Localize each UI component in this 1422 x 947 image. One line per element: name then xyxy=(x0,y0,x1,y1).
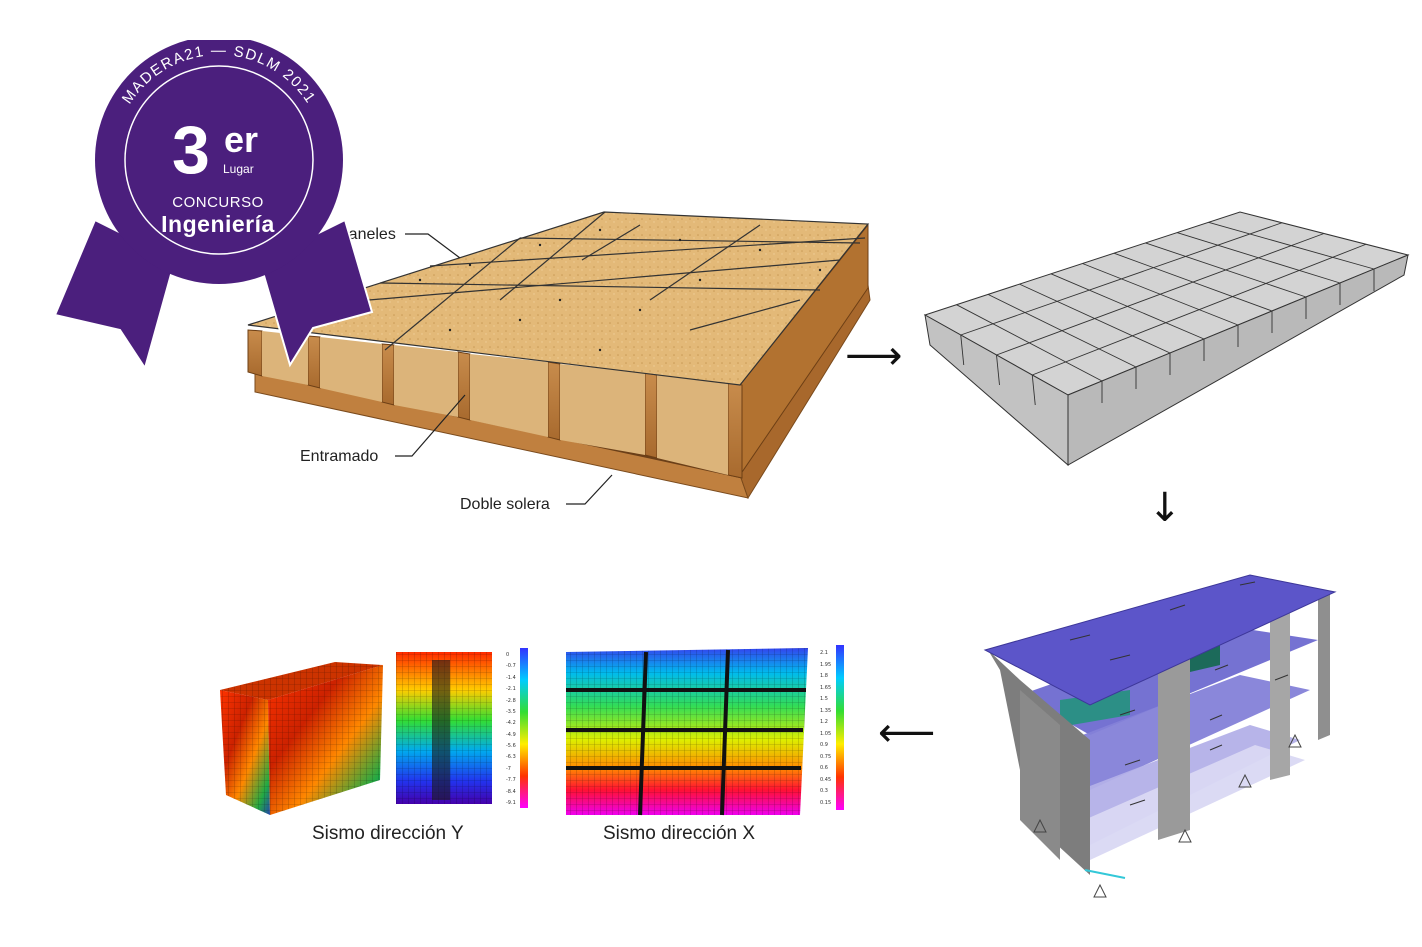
slab-edge-line xyxy=(1031,374,1036,406)
label-framing: Entramado xyxy=(300,448,379,465)
scale-tick-label: 1.8 xyxy=(820,673,828,680)
badge-place-suffix: er xyxy=(224,119,259,160)
badge-contest: CONCURSO xyxy=(172,194,264,211)
slab-grid-line xyxy=(960,222,1283,336)
scale-tick-label: -2.1 xyxy=(506,686,516,693)
scale-tick-label: -9.1 xyxy=(506,800,516,806)
scale-tick-label: -5.6 xyxy=(506,743,516,750)
seismic-analysis-results xyxy=(220,645,844,816)
scale-tick-label: 1.65 xyxy=(820,684,832,691)
scale-tick-label: -4.9 xyxy=(506,731,516,738)
scale-tick-label: -8.4 xyxy=(506,788,516,795)
scale-tick-label: 1.05 xyxy=(820,730,832,737)
scale-tick-label: -1.4 xyxy=(506,674,516,681)
slab-grid-line xyxy=(996,233,1325,356)
scale-tick-label: 0.3 xyxy=(820,788,828,795)
badge-circle xyxy=(95,40,343,284)
slab-edge-line xyxy=(996,354,1000,386)
scale-tick-label: -7.7 xyxy=(506,777,516,784)
scale-tick-label: -3.5 xyxy=(506,708,516,715)
scale-tick-label: -0.7 xyxy=(506,663,516,670)
badge-place-word: Lugar xyxy=(223,162,254,176)
scale-tick-label: -6.3 xyxy=(506,754,516,761)
arrow-right-icon: ⟶ xyxy=(845,333,903,379)
scale-tick-label: 0 xyxy=(506,652,510,658)
scale-tick-label: 1.35 xyxy=(820,707,832,714)
arrow-down-icon: ↓ xyxy=(1148,485,1182,531)
slab-edge-line xyxy=(960,334,965,366)
scale-tick-label: 1.5 xyxy=(820,696,828,703)
floor-panel-diagram xyxy=(247,211,871,505)
scale-tick-label: 2.1 xyxy=(820,650,828,656)
slab-grid-line xyxy=(1032,243,1367,376)
scale-tick-label: -4.2 xyxy=(506,720,516,727)
badge-place-number: 3 xyxy=(172,112,210,188)
scale-tick-label: 1.2 xyxy=(820,719,828,726)
scale-tick-label: 0.9 xyxy=(820,742,828,749)
caption-seismic-y: Sismo dirección Y xyxy=(312,823,464,844)
scale-tick-label: -7 xyxy=(506,765,511,772)
scale-tick-label: -2.8 xyxy=(506,697,516,704)
badge-inner-ring xyxy=(124,65,314,255)
slab-grid-model xyxy=(923,211,1410,467)
caption-seismic-x: Sismo dirección X xyxy=(603,823,756,844)
scale-tick-label: 0.75 xyxy=(820,753,832,760)
scale-tick-label: 0.6 xyxy=(820,765,828,772)
building-frame-model xyxy=(983,574,1337,898)
scale-tick-label: 0.15 xyxy=(820,800,832,806)
scale-tick-label: 1.95 xyxy=(820,661,832,668)
arrow-left-icon: ⟵ xyxy=(878,710,936,756)
scale-tick-label: 0.45 xyxy=(820,776,832,783)
label-panels: Paneles xyxy=(338,226,396,243)
label-double-plate: Doble solera xyxy=(460,496,550,513)
badge-category: Ingeniería xyxy=(161,211,275,237)
award-ribbon-badge: MADERA21 — SDLM 2021 xyxy=(53,40,374,371)
